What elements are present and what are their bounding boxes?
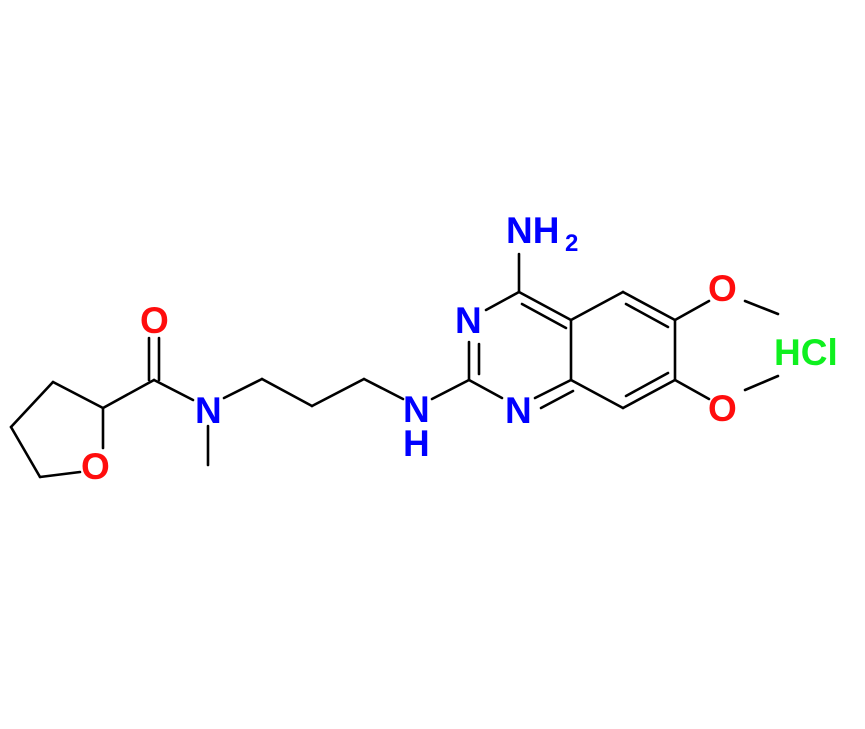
- salt-label: HCl: [774, 332, 838, 373]
- bond-n1-c8a-b: [539, 389, 575, 410]
- bond-thf-1: [51, 380, 105, 410]
- bond-c2-n1: [467, 378, 504, 400]
- atom-amino-n: NH: [506, 210, 559, 251]
- bond-thf-2: [9, 380, 55, 429]
- bond-chain-2: [310, 377, 366, 408]
- atom-amino-subscript: 2: [565, 230, 578, 257]
- atom-ring-n-bottom: N: [505, 390, 532, 431]
- bond-n1-c8a-a: [533, 378, 573, 400]
- bond-chain-3: [362, 377, 405, 401]
- bond-thf-3: [9, 425, 42, 479]
- atom-methoxy-o-top: O: [708, 268, 737, 309]
- bond-c5-c6-b: [624, 302, 670, 329]
- atom-methoxy-o-bottom: O: [708, 388, 737, 429]
- bonds: [9, 252, 780, 479]
- atom-amine-n: N: [403, 389, 430, 430]
- bond-nh-c2: [430, 378, 471, 401]
- bond-o-me-bottom: [743, 374, 780, 392]
- bond-c7-o: [673, 378, 711, 401]
- bond-carbonyl-n: [152, 378, 195, 402]
- atom-labels: NH 2 N N N H N O O O O HCl: [81, 210, 838, 487]
- bond-thf-4: [38, 470, 82, 479]
- atom-carbonyl-o: O: [140, 300, 169, 341]
- bond-chain-1: [260, 377, 314, 408]
- bond-c7-c8-b: [624, 371, 670, 398]
- atom-ring-n-top: N: [455, 300, 482, 341]
- bond-c2-carbonyl: [101, 378, 156, 410]
- atom-amine-h: H: [403, 423, 430, 464]
- atom-ring-o: O: [81, 446, 110, 487]
- bond-c7-c8-a: [621, 378, 677, 410]
- bond-n3-c4: [484, 290, 521, 312]
- bond-c8-c8a: [569, 378, 625, 410]
- bond-n-propyl: [222, 377, 264, 400]
- bond-c4-c4a-a: [517, 290, 573, 322]
- bond-c4a-c5: [569, 290, 625, 322]
- atom-amide-n: N: [195, 390, 222, 431]
- bond-c5-c6-a: [621, 290, 677, 322]
- bond-c4-c4a-b: [520, 302, 568, 330]
- bond-c6-o: [673, 299, 711, 322]
- bond-o-me-top: [743, 299, 780, 316]
